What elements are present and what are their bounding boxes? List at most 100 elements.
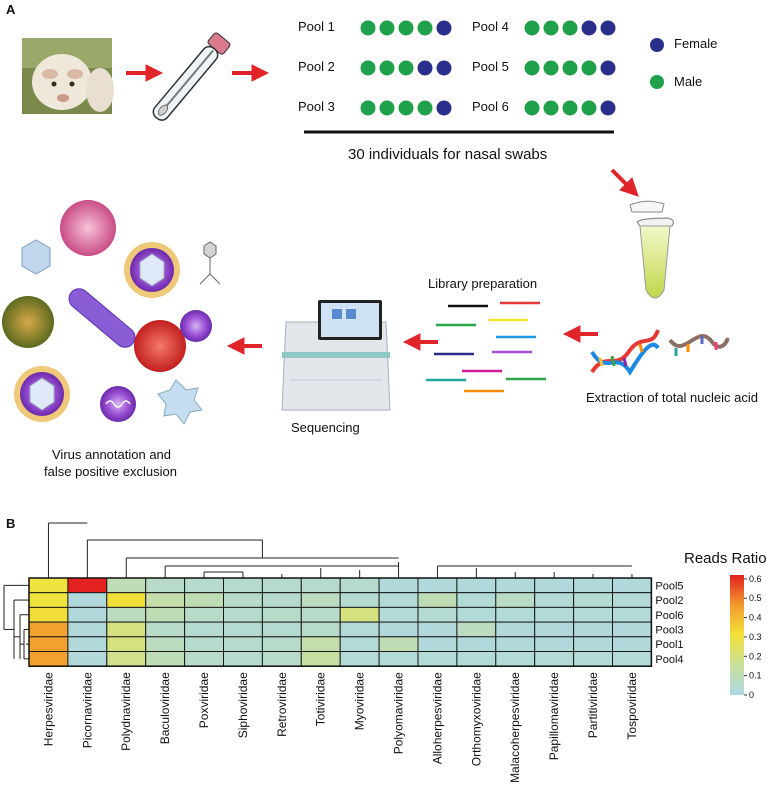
heatmap-cell-Pool1-Myoviridae — [339, 636, 380, 652]
heatmap-cell-Pool4-Orthomyxoviridae — [456, 651, 497, 667]
heatmap-cell-Pool3-Picornaviridae — [67, 621, 108, 638]
heatmap-cell-Pool5-Herpesviridae — [28, 577, 69, 594]
heatmap-cell-Pool2-Totiviridae — [300, 592, 341, 608]
column-label-Malacoherpesviridae: Malacoherpesviridae — [508, 672, 522, 783]
spiky-green-virus-icon — [2, 296, 54, 348]
heatmap-cell-Pool3-Retroviridae — [261, 621, 302, 638]
column-label-Baculoviridae: Baculoviridae — [158, 672, 172, 744]
heatmap-cell-Pool5-Polydnaviridae — [106, 577, 147, 594]
colorbar-tick-label: 0.4 — [749, 613, 762, 623]
heatmap-cell-Pool4-Totiviridae — [300, 651, 341, 667]
heatmap-cell-Pool2-Polydnaviridae — [106, 592, 147, 608]
heatmap-cell-Pool5-Baculoviridae — [145, 577, 186, 594]
icosahedral-virus-icon — [21, 239, 51, 275]
pink-virus-icon — [60, 200, 116, 256]
heatmap-cell-Pool5-Tospoviridae — [612, 577, 652, 594]
arrow-sequencer-to-viruses — [226, 337, 262, 355]
row-label-Pool5: Pool5 — [655, 580, 683, 592]
heatmap-cell-Pool2-Malacoherpesviridae — [495, 592, 536, 608]
heatmap-cell-Pool2-Alloherpesviridae — [417, 592, 458, 608]
heatmap-cell-Pool1-Herpesviridae — [28, 636, 69, 652]
colorbar-tick-label: 0.6 — [749, 574, 762, 584]
heatmap-cell-Pool2-Tospoviridae — [612, 592, 652, 608]
pool-4-male-dot — [562, 20, 578, 36]
legend-male-dot — [650, 75, 664, 89]
pool-6-male-dot — [543, 100, 559, 116]
heatmap-cell-Pool4-Retroviridae — [261, 651, 302, 667]
pool-1-male-dot — [360, 20, 376, 36]
heatmap-cell-Pool3-Malacoherpesviridae — [495, 621, 536, 638]
heatmap-cell-Pool2-Baculoviridae — [145, 592, 186, 608]
heatmap-cell-Pool2-Partitiviridae — [573, 592, 613, 608]
heatmap-cell-Pool5-Myoviridae — [339, 577, 380, 594]
pool-4-male-dot — [543, 20, 559, 36]
heatmap-cell-Pool6-Orthomyxoviridae — [456, 606, 497, 623]
row-label-Pool3: Pool3 — [655, 624, 683, 636]
extraction-label: Extraction of total nucleic acid — [586, 390, 758, 405]
sequencer-icon — [281, 300, 391, 411]
pool-2-male-dot — [360, 60, 376, 76]
heatmap-cell-Pool5-Papillomaviridae — [534, 577, 575, 594]
heatmap-cell-Pool1-Picornaviridae — [67, 636, 108, 652]
star-virus-icon — [157, 379, 203, 425]
colorbar-tick-label: 0.3 — [749, 632, 762, 642]
heatmap-cell-Pool6-Retroviridae — [261, 606, 302, 623]
column-label-Herpesviridae: Herpesviridae — [41, 672, 55, 746]
heatmap-cell-Pool5-Poxviridae — [184, 577, 225, 594]
rod-virus-icon — [68, 288, 136, 348]
row-label-Pool2: Pool2 — [655, 595, 683, 607]
heatmap-cell-Pool4-Polyomaviridae — [378, 651, 419, 667]
pool-3-female-dot — [436, 100, 452, 116]
pool-label-5: Pool 5 — [472, 59, 509, 74]
heatmap-cell-Pool2-Herpesviridae — [28, 592, 69, 608]
pool-6-male-dot — [562, 100, 578, 116]
orange-enveloped-virus-icon — [14, 366, 70, 422]
row-label-Pool1: Pool1 — [655, 639, 683, 651]
pool-3-male-dot — [360, 100, 376, 116]
heatmap-cell-Pool2-Orthomyxoviridae — [456, 592, 497, 608]
heatmap-cell-Pool6-Alloherpesviridae — [417, 606, 458, 623]
heatmap-cell-Pool4-Siphoviridae — [223, 651, 263, 667]
heatmap-cell-Pool6-Totiviridae — [300, 606, 341, 623]
heatmap-cell-Pool5-Polyomaviridae — [378, 577, 419, 594]
row-label-Pool4: Pool4 — [655, 654, 683, 666]
panel-a-label: A — [6, 2, 16, 17]
heatmap-cell-Pool1-Poxviridae — [184, 636, 225, 652]
heatmap-cell-Pool4-Picornaviridae — [67, 651, 108, 667]
heatmap-cell-Pool1-Retroviridae — [261, 636, 302, 652]
pool-label-2: Pool 2 — [298, 59, 335, 74]
heatmap-cell-Pool1-Totiviridae — [300, 636, 341, 652]
column-dendrogram — [47, 522, 633, 578]
pool-5-male-dot — [543, 60, 559, 76]
arrow-sheep-to-swab — [126, 64, 164, 82]
heatmap-cells — [28, 577, 653, 667]
colorbar-tick-label: 0.2 — [749, 651, 762, 661]
heatmap-cell-Pool2-Polyomaviridae — [378, 592, 419, 608]
pool-3-male-dot — [379, 100, 395, 116]
heatmap-cell-Pool4-Herpesviridae — [28, 651, 69, 667]
swab-tube-icon — [152, 32, 231, 121]
row-label-Pool6: Pool6 — [655, 610, 683, 622]
heatmap-cell-Pool5-Malacoherpesviridae — [495, 577, 536, 594]
swab-caption: 30 individuals for nasal swabs — [348, 146, 548, 163]
heatmap-cell-Pool4-Poxviridae — [184, 651, 225, 667]
column-label-Tospoviridae: Tospoviridae — [625, 672, 639, 740]
pool-dots — [360, 20, 616, 116]
legend-female-dot — [650, 38, 664, 52]
heatmap-cell-Pool4-Tospoviridae — [612, 651, 652, 667]
heatmap-cell-Pool6-Polyomaviridae — [378, 606, 419, 623]
heatmap-cell-Pool3-Baculoviridae — [145, 621, 186, 638]
pool-3-male-dot — [417, 100, 433, 116]
column-label-Myoviridae: Myoviridae — [353, 672, 367, 730]
heatmap-cell-Pool3-Poxviridae — [184, 621, 225, 638]
heatmap-cell-Pool5-Orthomyxoviridae — [456, 577, 497, 594]
column-label-Retroviridae: Retroviridae — [275, 672, 289, 737]
heatmap-cell-Pool3-Orthomyxoviridae — [456, 621, 497, 638]
virus-collection — [2, 200, 221, 425]
heatmap-cell-Pool5-Picornaviridae — [67, 577, 108, 594]
heatmap-cell-Pool4-Papillomaviridae — [534, 651, 575, 667]
heatmap-cell-Pool6-Polydnaviridae — [106, 606, 147, 623]
heatmap-cell-Pool4-Myoviridae — [339, 651, 380, 667]
pool-1-male-dot — [417, 20, 433, 36]
